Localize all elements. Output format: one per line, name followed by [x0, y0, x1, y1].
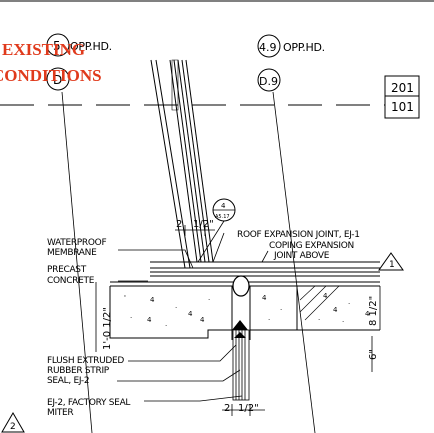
- top-dimension: [175, 225, 215, 236]
- seal-triangles: [232, 320, 248, 338]
- revision-triangle-right: [378, 252, 404, 271]
- svg-text:.: .: [175, 302, 177, 310]
- grid-right-top-label: 4.9: [259, 41, 277, 54]
- callout-roof-joint: ROOF EXPANSION JOINT, EJ-1: [237, 230, 360, 240]
- joint-bulb: [232, 275, 250, 297]
- svg-text:4: 4: [147, 316, 152, 324]
- callout-precast-line2: CONCRETE: [47, 276, 95, 286]
- callout-coping-line1: COPING EXPANSION: [269, 241, 354, 251]
- wall-hatch: [171, 59, 179, 111]
- revision-triangle-bottom-left: [1, 412, 25, 433]
- expansion-joint-filler: [232, 329, 250, 401]
- existing-conditions-title-line1: EXISTING: [2, 40, 85, 59]
- grid-bubble-left-top: [46, 33, 70, 57]
- callout-ej2-line2: MITER: [47, 408, 73, 418]
- grid-left-top-label: 5: [53, 39, 61, 53]
- bottom-dimension: [222, 404, 265, 416]
- svg-text:4: 4: [188, 310, 193, 318]
- existing-conditions-title-line2: CONDITIONS: [0, 66, 102, 85]
- inclined-wall: [150, 59, 214, 269]
- six-inch-dim: 6": [368, 349, 379, 360]
- svg-text:.: .: [348, 298, 350, 306]
- svg-text:4: 4: [262, 294, 267, 302]
- revision-right-number: 1: [389, 260, 395, 270]
- vertical-dim-right: 8 1/2": [368, 296, 379, 326]
- level-tag-lower-label: 101: [391, 100, 414, 114]
- level-tag-lower: [384, 95, 420, 119]
- svg-text:': ': [124, 294, 126, 302]
- precast-hatch: [299, 285, 340, 321]
- bottom-dim-left: 2: [224, 403, 230, 414]
- revision-bottom-left-number: 2: [10, 422, 16, 432]
- detail-ref-sheet: A5.17: [215, 214, 230, 220]
- callout-leaders: [117, 232, 269, 402]
- svg-text:.: .: [342, 316, 344, 324]
- svg-text:.: .: [318, 314, 320, 322]
- callout-flush-line2: RUBBER STRIP: [47, 366, 110, 376]
- svg-text:.: .: [165, 320, 167, 328]
- grid-right-bottom-label: D.9: [259, 75, 278, 88]
- detail-ref-leader: [197, 220, 225, 263]
- svg-text:4: 4: [200, 316, 205, 324]
- callout-waterproof-line2: MEMBRANE: [47, 248, 97, 258]
- concrete-stipple: 4.. 4.4 .4' 4.. 44. .4.: [124, 292, 370, 328]
- level-tag-upper-label: 201: [391, 81, 414, 95]
- grid-bubble-left-bottom: [46, 67, 70, 91]
- callout-flush-line3: SEAL, EJ-2: [47, 376, 89, 386]
- svg-text:4: 4: [150, 296, 155, 304]
- grid-bubble-right-bottom: [257, 68, 281, 92]
- grid-bubble-right-top: [257, 34, 281, 58]
- grid-left-bottom-label: D: [53, 73, 62, 87]
- callout-coping-line2: JOINT ABOVE: [273, 251, 330, 261]
- bottom-dim-right: 1/2": [238, 403, 259, 414]
- top-dim-left: 2: [176, 219, 182, 230]
- detail-ref-number: 4: [221, 202, 226, 210]
- callout-ej2-line1: EJ-2, FACTORY SEAL: [47, 398, 130, 408]
- precast-concrete-slab: [109, 286, 380, 340]
- svg-text:.: .: [130, 312, 132, 320]
- vertical-dim-left: 1'-0 1/2": [102, 307, 113, 350]
- svg-text:4: 4: [323, 292, 328, 300]
- svg-text:.: .: [268, 314, 270, 322]
- svg-text:4: 4: [333, 306, 338, 314]
- svg-text:4: 4: [365, 310, 370, 318]
- grid-right-top-note: OPP.HD.: [283, 41, 325, 54]
- svg-text:.: .: [208, 294, 210, 302]
- top-dim-right: 1/2": [193, 219, 214, 230]
- grid-left-top-note: OPP.HD.: [70, 40, 112, 53]
- callout-precast-line1: PRECAST: [47, 265, 87, 275]
- callout-waterproof-line1: WATERPROOF: [47, 238, 106, 248]
- callout-flush-line1: FLUSH EXTRUDED: [47, 356, 124, 366]
- svg-text:.: .: [280, 304, 282, 312]
